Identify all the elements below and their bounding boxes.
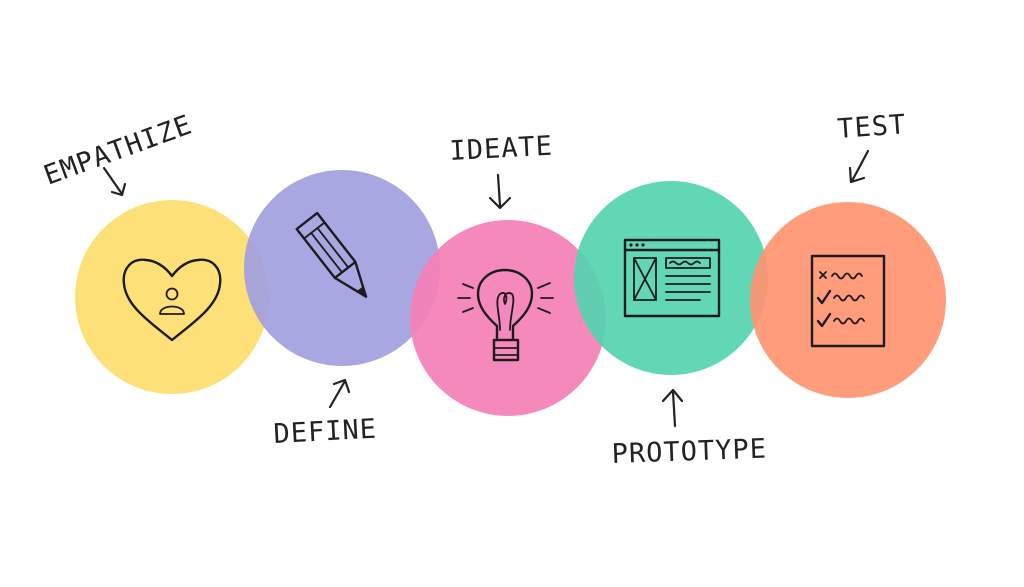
empathize-circle (75, 200, 269, 394)
checklist-icon (810, 254, 886, 348)
ideate-circle (410, 220, 606, 416)
prototype-arrow (661, 388, 684, 428)
empathize-arrow (102, 166, 127, 197)
test-label: TEST (836, 109, 907, 145)
prototype-label: PROTOTYPE (611, 434, 767, 470)
test-circle (750, 202, 946, 398)
ideate-arrow (488, 173, 512, 210)
pencil-icon (295, 211, 368, 298)
prototype-circle (574, 181, 768, 375)
define-label: DEFINE (273, 414, 378, 450)
empathize-label: EMPATHIZE (40, 109, 197, 191)
define-arrow (328, 378, 351, 409)
ideate-label: IDEATE (449, 131, 554, 167)
lightbulb-icon (457, 268, 554, 362)
heart-person-icon (122, 258, 222, 342)
test-arrow (848, 149, 870, 184)
browser-wireframe-icon (623, 238, 721, 318)
define-circle (244, 170, 440, 366)
